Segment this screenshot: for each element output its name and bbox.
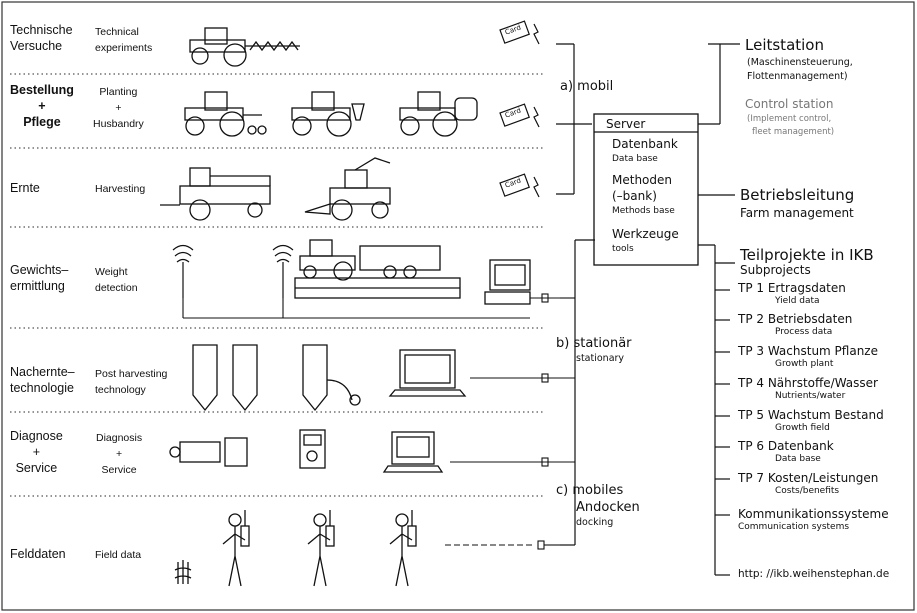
tp-item: TP 5 Wachstum Bestand [738, 409, 884, 421]
tp-item: TP 2 Betriebsdaten [738, 313, 852, 325]
mode-mobil: a) mobil [560, 80, 613, 93]
diagnosis-device-icons [170, 430, 442, 472]
tractor-seeder-icon [185, 92, 266, 136]
silo-icons [193, 345, 360, 410]
tractor-plow-icon [190, 28, 300, 66]
leitstation-sub1: (Maschinensteuerung, [747, 58, 853, 68]
mode-docking-en: docking [576, 518, 613, 528]
forage-harvester-icon [305, 158, 390, 220]
category-de-diagnose-service: Diagnose+Service [10, 428, 63, 476]
mode-mobiles: c) mobiles [556, 484, 623, 497]
row-separators [10, 74, 545, 496]
category-en-diagnosis-service: Diagnosis+Service [96, 430, 142, 478]
project-url: http: //ikb.weihenstephan.de [738, 569, 889, 580]
tp-item-en: Growth plant [775, 360, 833, 369]
tp-item-en: Yield data [775, 297, 820, 306]
tp-item-en: Costs/benefits [775, 487, 839, 496]
tp-item-en: Nutrients/water [775, 392, 845, 401]
field-worker-icons [175, 510, 416, 586]
category-de-felddaten: Felddaten [10, 548, 66, 561]
server-methoden-bank: (–bank) [612, 190, 657, 202]
server-tools-en: tools [612, 245, 634, 254]
category-de-gewichtsermittlung: Gewichts–ermittlung [10, 262, 68, 294]
category-de-bestellung-pflege: Bestellung+Pflege [10, 82, 74, 130]
server-datenbank: Datenbank [612, 138, 678, 150]
server-methods-base-en: Methods base [612, 207, 675, 216]
tp-item-en: Data base [775, 455, 821, 464]
control-station-sub2: fleet management) [752, 128, 834, 137]
tp-item: TP 1 Ertragsdaten [738, 282, 846, 294]
category-de-nachernte: Nacherntе–technologie [10, 364, 75, 396]
tractor-spreader-icon [292, 92, 364, 136]
service-line [450, 458, 575, 466]
mode-stationary-en: stationary [576, 354, 624, 364]
betriebsleitung-title: Betriebsleitung [740, 188, 854, 203]
server-database-en: Data base [612, 155, 658, 164]
leitstation-title: Leitstation [745, 38, 824, 53]
communication-en: Communication systems [738, 523, 849, 532]
tp-item: TP 7 Kosten/Leistungen [738, 472, 878, 484]
tp-item: TP 6 Datenbank [738, 440, 834, 452]
docking-line [445, 541, 560, 549]
kommunikation-title: Kommunikationssysteme [738, 508, 889, 520]
computer-terminal-icon [485, 260, 530, 304]
category-de-ernte: Ernte [10, 182, 40, 195]
leitstation-sub2: Flottenmanagement) [747, 72, 848, 82]
server-title: Server [606, 118, 645, 130]
laptop-icon [390, 350, 465, 396]
tp-item-en: Growth field [775, 424, 830, 433]
mode-andocken: Andocken [576, 501, 640, 514]
mode-stationaer: b) stationär [556, 337, 632, 350]
tractor-sprayer-icon [400, 92, 477, 136]
antenna-icon [173, 246, 293, 299]
combine-harvester-icon [160, 168, 270, 220]
mobile-bracket [556, 44, 592, 194]
category-en-planting-husbandry: Planting+Husbandry [93, 84, 144, 132]
category-en-field-data: Field data [95, 550, 141, 561]
server-werkzeuge: Werkzeuge [612, 228, 679, 240]
server-methoden: Methoden [612, 174, 672, 186]
control-station-sub1: (Implement control, [747, 115, 831, 124]
control-station-title: Control station [745, 98, 834, 110]
farm-management-en: Farm management [740, 207, 854, 219]
teilprojekte-title: Teilprojekte in IKB [740, 248, 874, 263]
weighbridge-icon [295, 240, 460, 298]
tp-item: TP 4 Nährstoffe/Wasser [738, 377, 878, 389]
stationary-line-1 [530, 294, 575, 302]
stationary-line-2 [470, 374, 575, 382]
tp-item: TP 3 Wachstum Pflanze [738, 345, 878, 357]
weight-wires [183, 298, 530, 318]
subprojects-en: Subprojects [740, 264, 811, 276]
tp-item-en: Process data [775, 328, 832, 337]
category-en-harvesting: Harvesting [95, 184, 145, 195]
